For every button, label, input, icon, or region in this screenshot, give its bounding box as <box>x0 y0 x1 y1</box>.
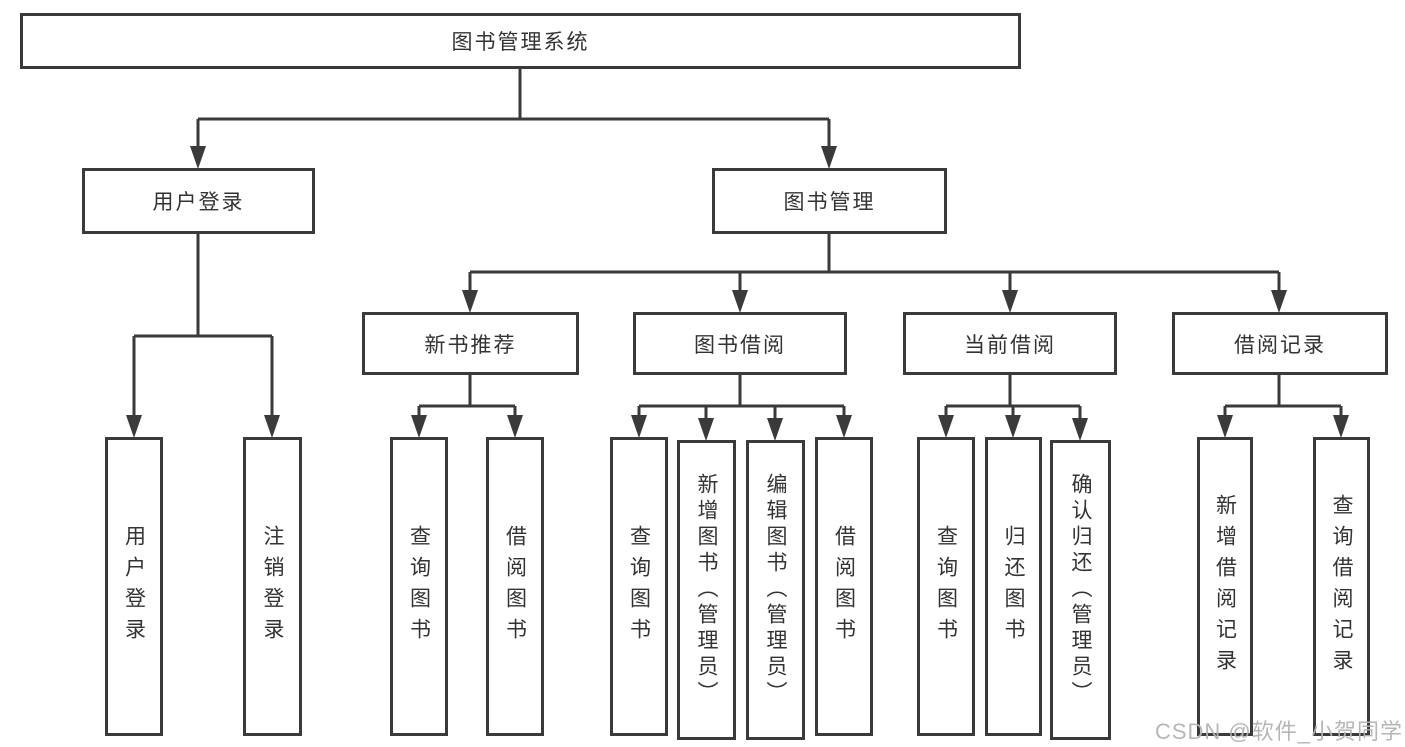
node-leaf-add-book-admin: 新增图书（管理员） <box>677 440 736 740</box>
node-leaf-borrow-book: 借阅图书 <box>815 437 873 736</box>
node-leaf-logout: 注销登录 <box>243 437 302 736</box>
node-leaf-confirm-return-admin: 确认归还（管理员） <box>1050 440 1111 740</box>
node-leaf-query-borrow-record: 查询借阅记录 <box>1313 437 1370 736</box>
node-new-book-recommend: 新书推荐 <box>362 312 579 375</box>
csdn-watermark: CSDN @软件_小贺同学 <box>1154 719 1403 744</box>
node-root-system: 图书管理系统 <box>20 13 1021 69</box>
edge-currentborrow-to-leaves <box>938 375 1088 441</box>
node-borrow-record: 借阅记录 <box>1172 312 1388 375</box>
node-leaf-newbook-query: 查询图书 <box>390 437 448 736</box>
edge-userlogin-to-leaves <box>126 234 280 438</box>
node-leaf-current-query: 查询图书 <box>917 437 975 736</box>
edge-newbook-to-leaves <box>411 375 523 438</box>
node-current-borrow: 当前借阅 <box>903 312 1117 375</box>
node-leaf-edit-book-admin: 编辑图书（管理员） <box>746 440 805 740</box>
node-leaf-return-book: 归还图书 <box>985 437 1042 736</box>
node-book-borrow: 图书借阅 <box>633 312 847 375</box>
node-user-login-group: 用户登录 <box>82 168 315 234</box>
edge-root-to-level2 <box>190 68 837 169</box>
edge-borrowrecord-to-leaves <box>1217 375 1349 438</box>
edge-bookmgmt-to-level3 <box>462 234 1287 313</box>
node-leaf-borrow-query: 查询图书 <box>610 437 668 736</box>
edge-bookborrow-to-leaves <box>631 375 852 441</box>
node-leaf-add-borrow-record: 新增借阅记录 <box>1197 437 1253 736</box>
node-leaf-newbook-borrow: 借阅图书 <box>486 437 544 736</box>
node-leaf-user-login: 用户登录 <box>105 437 163 736</box>
node-book-management: 图书管理 <box>712 168 947 234</box>
